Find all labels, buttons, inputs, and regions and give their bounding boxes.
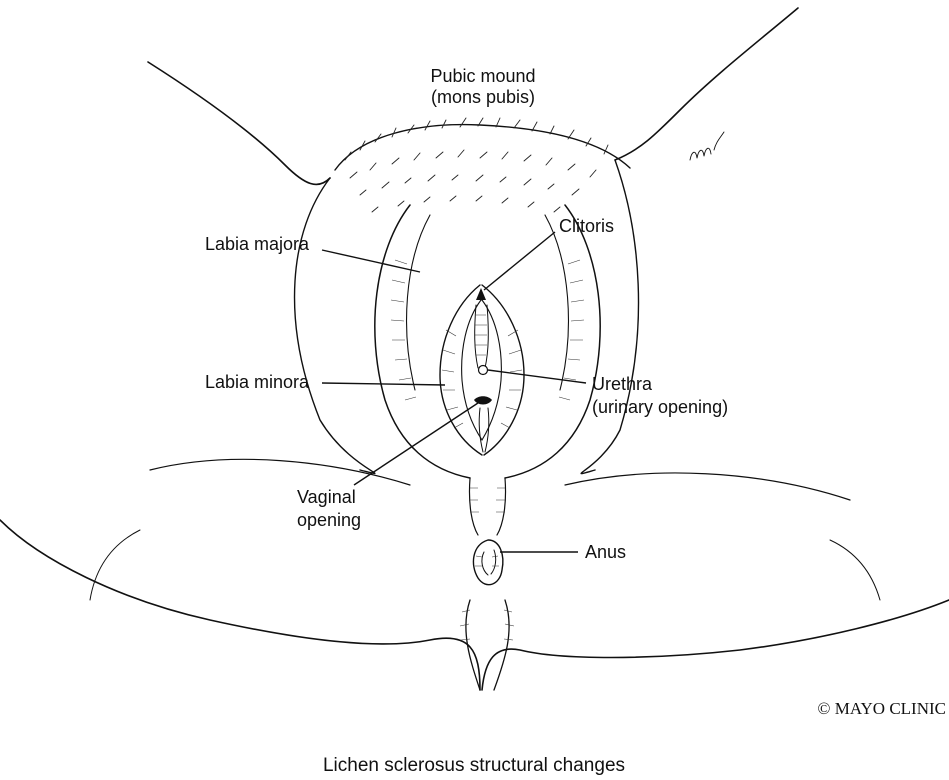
label-mons-line2: (mons pubis) bbox=[431, 87, 535, 107]
label-urethra-line2: (urinary opening) bbox=[592, 397, 728, 417]
leader-lines bbox=[322, 232, 586, 552]
artist-signature bbox=[690, 132, 724, 160]
label-mons-line1: Pubic mound bbox=[430, 66, 535, 86]
leader-labia-majora bbox=[322, 250, 420, 272]
label-labia-majora: Labia majora bbox=[205, 234, 310, 254]
leader-vaginal-opening bbox=[354, 403, 478, 485]
label-urethra-line1: Urethra bbox=[592, 374, 653, 394]
anus-drawing bbox=[473, 540, 502, 585]
label-anus: Anus bbox=[585, 542, 626, 562]
figure-caption: Lichen sclerosus structural changes bbox=[323, 755, 625, 776]
leader-labia-minora bbox=[322, 383, 445, 385]
label-clitoris: Clitoris bbox=[559, 216, 614, 236]
thighs-outline bbox=[0, 8, 949, 690]
leader-clitoris bbox=[484, 232, 555, 290]
line-drawing bbox=[0, 8, 949, 690]
label-labia-minora: Labia minora bbox=[205, 372, 310, 392]
label-vaginal-line2: opening bbox=[297, 510, 361, 530]
mons-hair bbox=[335, 118, 630, 212]
label-vaginal-line1: Vaginal bbox=[297, 487, 356, 507]
labels: Pubic mound (mons pubis) Labia majora Cl… bbox=[205, 66, 728, 562]
leader-urethra bbox=[488, 370, 586, 383]
copyright-credit: © MAYO CLINIC bbox=[818, 699, 946, 718]
